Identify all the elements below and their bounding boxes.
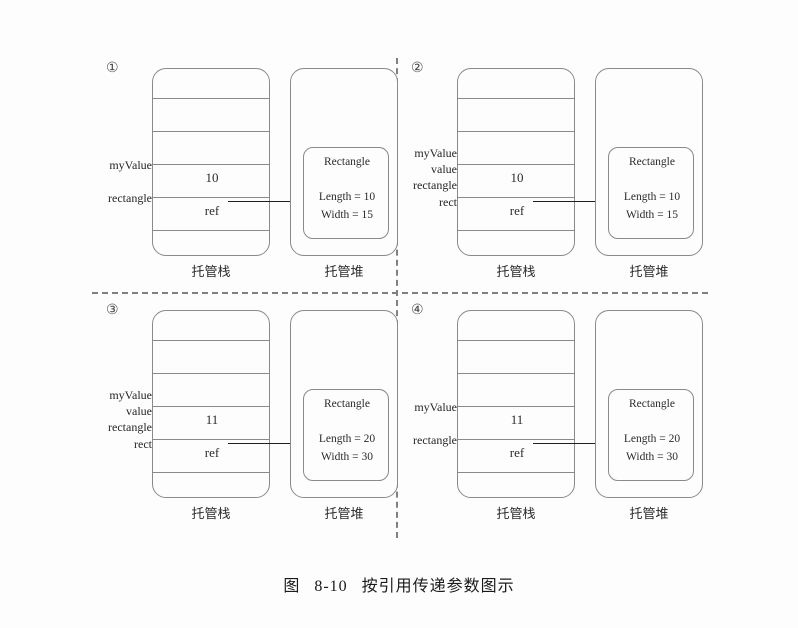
rectangle-width-value: Width = 15 [320, 209, 374, 221]
panel-number-1: ① [106, 61, 119, 76]
stack-divider [456, 131, 575, 132]
stack-label-group-4: myValue rectangle [381, 300, 457, 488]
stack-label-value: value [431, 162, 457, 176]
stack-label-group-2: myValue value rectangle rect [381, 58, 457, 246]
horizontal-dashed-separator [92, 292, 708, 294]
stack-label-rectangle: rectangle [413, 178, 457, 192]
stack-label-myvalue: myValue [414, 400, 457, 414]
stack-value-cell: 10 [205, 170, 219, 185]
managed-stack-box-3: 11 ref [151, 310, 270, 498]
panel-4: ④ 11 ref myValue rectangle Rectangle Len… [405, 300, 705, 530]
panel-number-2: ② [411, 61, 424, 76]
stack-caption-3: 托管栈 [191, 506, 231, 521]
stack-caption-4: 托管栈 [496, 506, 536, 521]
stack-divider [151, 472, 270, 473]
rectangle-width-value: Width = 15 [625, 209, 679, 221]
stack-divider [151, 439, 270, 440]
rectangle-object-3: Rectangle Length = 20 Width = 30 [303, 389, 389, 481]
stack-divider [151, 164, 270, 165]
stack-divider [151, 197, 270, 198]
stack-divider [151, 131, 270, 132]
rectangle-length-value: Length = 10 [318, 191, 376, 203]
managed-heap-box-2: Rectangle Length = 10 Width = 15 [595, 68, 703, 256]
arrow-shaft [228, 201, 294, 202]
stack-ref-cell: ref [509, 445, 525, 460]
stack-divider [456, 197, 575, 198]
stack-label-myvalue: myValue [109, 388, 152, 402]
stack-divider [151, 406, 270, 407]
stack-divider [456, 373, 575, 374]
managed-heap-box-3: Rectangle Length = 20 Width = 30 [290, 310, 398, 498]
panel-number-4: ④ [411, 303, 424, 318]
figure-caption-title: 按引用传递参数图示 [361, 578, 515, 595]
stack-divider [456, 230, 575, 231]
managed-stack-box-1: 10 ref [151, 68, 270, 256]
panel-1: ① 10 ref myValue rectangle Rectangle Len… [100, 58, 400, 288]
managed-heap-box-1: Rectangle Length = 10 Width = 15 [290, 68, 398, 256]
panel-2: ② 10 ref myValue value rectangle rect Re… [405, 58, 705, 288]
stack-value-cell: 11 [205, 412, 219, 427]
stack-divider [456, 406, 575, 407]
stack-divider [456, 164, 575, 165]
rectangle-object-title: Rectangle [324, 398, 370, 410]
stack-ref-cell: ref [204, 445, 220, 460]
panel-3: ③ 11 ref myValue value rectangle rect Re… [100, 300, 400, 530]
stack-ref-cell: ref [509, 203, 525, 218]
arrow-shaft [533, 443, 599, 444]
rectangle-object-title: Rectangle [629, 398, 675, 410]
stack-label-group-1: myValue rectangle [76, 58, 152, 246]
rectangle-width-value: Width = 30 [625, 451, 679, 463]
heap-caption-2: 托管堆 [629, 264, 669, 279]
stack-divider [151, 98, 270, 99]
figure-caption-label: 图 [283, 578, 301, 595]
rectangle-length-value: Length = 20 [623, 433, 681, 445]
stack-label-value: value [126, 404, 152, 418]
stack-divider [151, 340, 270, 341]
figure-caption-number: 8-10 [314, 578, 348, 595]
stack-value-cell: 11 [510, 412, 524, 427]
stack-label-rectangle: rectangle [108, 191, 152, 205]
stack-label-myvalue: myValue [109, 158, 152, 172]
managed-heap-box-4: Rectangle Length = 20 Width = 30 [595, 310, 703, 498]
rectangle-object-1: Rectangle Length = 10 Width = 15 [303, 147, 389, 239]
stack-divider [151, 373, 270, 374]
rectangle-object-title: Rectangle [629, 156, 675, 168]
vertical-dashed-separator [396, 58, 398, 538]
stack-divider [456, 472, 575, 473]
stack-value-cell: 10 [510, 170, 524, 185]
stack-caption-1: 托管栈 [191, 264, 231, 279]
stack-label-rectangle: rectangle [413, 433, 457, 447]
stack-divider [151, 230, 270, 231]
stack-label-rect: rect [439, 195, 457, 209]
heap-caption-3: 托管堆 [324, 506, 364, 521]
stack-divider [456, 340, 575, 341]
rectangle-length-value: Length = 20 [318, 433, 376, 445]
managed-stack-box-4: 11 ref [456, 310, 575, 498]
rectangle-object-2: Rectangle Length = 10 Width = 15 [608, 147, 694, 239]
rectangle-width-value: Width = 30 [320, 451, 374, 463]
arrow-shaft [228, 443, 294, 444]
arrow-shaft [533, 201, 599, 202]
stack-label-group-3: myValue value rectangle rect [76, 300, 152, 488]
panel-number-3: ③ [106, 303, 119, 318]
figure-caption: 图 8-10 按引用传递参数图示 [0, 572, 798, 596]
rectangle-length-value: Length = 10 [623, 191, 681, 203]
rectangle-object-title: Rectangle [324, 156, 370, 168]
stack-label-rect: rect [134, 437, 152, 451]
rectangle-object-4: Rectangle Length = 20 Width = 30 [608, 389, 694, 481]
stack-ref-cell: ref [204, 203, 220, 218]
stack-divider [456, 439, 575, 440]
heap-caption-1: 托管堆 [324, 264, 364, 279]
managed-stack-box-2: 10 ref [456, 68, 575, 256]
heap-caption-4: 托管堆 [629, 506, 669, 521]
stack-label-rectangle: rectangle [108, 420, 152, 434]
stack-divider [456, 98, 575, 99]
stack-caption-2: 托管栈 [496, 264, 536, 279]
stack-label-myvalue: myValue [414, 146, 457, 160]
